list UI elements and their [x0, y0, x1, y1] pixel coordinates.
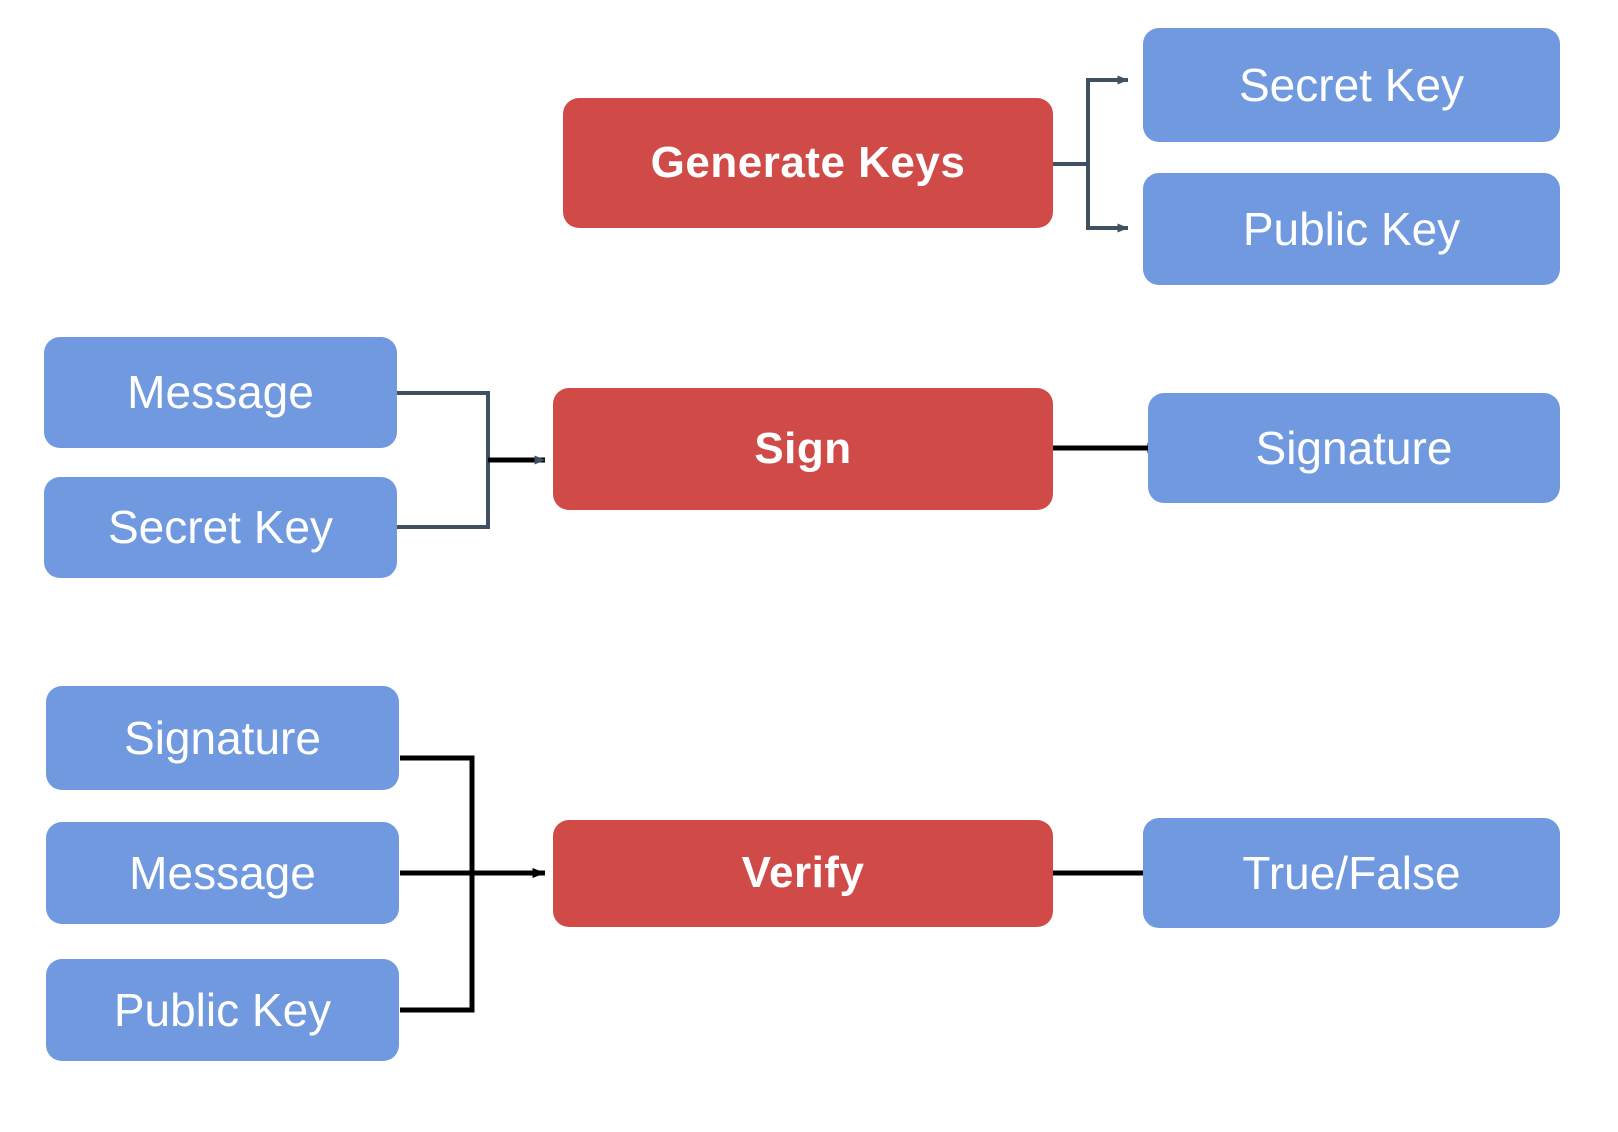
node-true-false-output[interactable]: True/False: [1143, 818, 1560, 928]
edge-generate-keys-to-keys: [1053, 75, 1129, 233]
node-public-key-verify-input[interactable]: Public Key: [46, 959, 399, 1061]
node-signature-output[interactable]: Signature: [1148, 393, 1560, 503]
node-public-key-output[interactable]: Public Key: [1143, 173, 1560, 285]
node-secret-key-sign-input[interactable]: Secret Key: [44, 477, 397, 578]
edge-inputs-to-sign: [397, 391, 546, 529]
node-message-sign-input[interactable]: Message: [44, 337, 397, 448]
node-generate-keys[interactable]: Generate Keys: [563, 98, 1053, 228]
node-signature-verify-input[interactable]: Signature: [46, 686, 399, 790]
node-sign[interactable]: Sign: [553, 388, 1053, 510]
node-message-verify-input[interactable]: Message: [46, 822, 399, 924]
node-verify[interactable]: Verify: [553, 820, 1053, 927]
node-secret-key-output[interactable]: Secret Key: [1143, 28, 1560, 142]
edge-inputs-to-verify: [400, 755, 546, 1013]
